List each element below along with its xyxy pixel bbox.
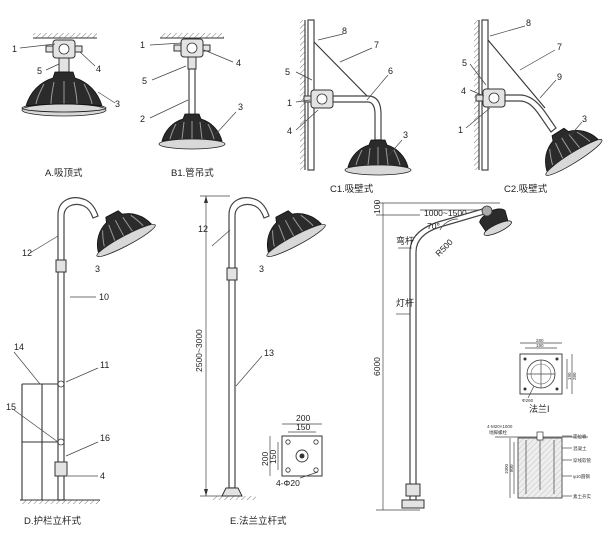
flange-base xyxy=(221,487,243,497)
part-no: 13 xyxy=(264,348,274,358)
part-no: 1 xyxy=(12,44,17,54)
part-no: 5 xyxy=(285,67,290,77)
lamp-head xyxy=(158,113,226,150)
flange-i-circle: Φ260 xyxy=(522,398,534,403)
flange-i-side-inner: 190 xyxy=(567,372,572,380)
flange-w: 200 xyxy=(296,413,310,423)
part-no: 14 xyxy=(14,342,24,352)
flange-i-side-outer: 280 xyxy=(572,372,577,380)
part-no: 1 xyxy=(458,125,463,135)
part-no: 12 xyxy=(198,224,208,234)
flange-i-detail: 280 190 280 190 Φ260 法兰I xyxy=(519,338,577,414)
ceiling xyxy=(33,33,97,38)
part-no: 4 xyxy=(461,86,466,96)
foundation-bolt-note2: 地脚螺栓 xyxy=(489,429,507,436)
flange-w-inner: 150 xyxy=(296,422,310,432)
diagram-e-flange-pole: 2500~3000 12 3 13 E.法兰立杆式 200 150 200 xyxy=(194,195,329,527)
part-no: 3 xyxy=(403,130,408,140)
diagram-c1-wall-mount: 8 7 5 6 1 4 3 C1.吸壁式 xyxy=(285,19,412,195)
caption-a: A.吸顶式 xyxy=(45,167,83,179)
pole xyxy=(228,197,270,489)
pole-base xyxy=(401,499,425,509)
callout: 定位板 xyxy=(573,433,587,440)
lamp-head xyxy=(21,71,107,117)
caption-c2: C2.吸壁式 xyxy=(504,183,548,195)
lamp-head xyxy=(529,114,606,180)
part-no: 12 xyxy=(22,248,32,258)
flange-i-title: 法兰I xyxy=(529,403,550,414)
part-no: 4 xyxy=(236,58,241,68)
height-dim: 2500~3000 xyxy=(194,329,204,372)
part-no: 4 xyxy=(100,471,105,481)
part-no: 15 xyxy=(6,402,16,412)
part-no: 5 xyxy=(462,58,467,68)
part-no: 5 xyxy=(142,76,147,86)
foundation-depth-outer: 1000 xyxy=(504,463,509,474)
flange-h: 200 xyxy=(260,452,270,466)
wall xyxy=(300,20,305,170)
pole-top-dim: 100 xyxy=(372,200,382,214)
part-no: 3 xyxy=(95,264,100,274)
part-no: 4 xyxy=(287,126,292,136)
flange-h-inner: 150 xyxy=(268,450,278,464)
diagram-street-pole: 100 6000 1000~1500 70° R500 弯杆 灯杆 xyxy=(372,200,512,511)
callout: φ10圆钢 xyxy=(573,473,590,480)
part-no: 3 xyxy=(259,264,264,274)
foundation-bolt-note: 4-M20×1000 xyxy=(487,424,513,429)
junction-box xyxy=(45,39,83,59)
part-no: 2 xyxy=(140,114,145,124)
part-no: 5 xyxy=(37,66,42,76)
pole-radius: R500 xyxy=(433,237,455,259)
junction-box xyxy=(54,461,68,477)
foundation-depth-inner: 800 xyxy=(509,464,514,472)
flange-i-top-inner: 190 xyxy=(536,343,544,348)
part-no: 3 xyxy=(115,99,120,109)
part-no: 8 xyxy=(342,26,347,36)
lamp-head xyxy=(344,139,412,176)
part-no: 4 xyxy=(96,64,101,74)
diagram-d-railing-pole: 12 3 10 14 11 15 16 4 D.护栏立杆式 xyxy=(6,197,159,527)
part-no: 8 xyxy=(526,18,531,28)
support-rod xyxy=(313,41,373,102)
street-pole xyxy=(409,207,489,501)
hanging-pipe xyxy=(188,68,196,116)
caption-b1: B1.管吊式 xyxy=(171,167,214,179)
diagram-c2-wall-mount: 8 7 5 9 4 1 3 C2.吸壁式 xyxy=(458,18,606,195)
caption-d: D.护栏立杆式 xyxy=(24,515,82,527)
junction-box xyxy=(173,38,211,58)
diagram-a-ceiling-mount: 1 4 5 3 A.吸顶式 xyxy=(12,33,120,179)
connector xyxy=(58,57,70,73)
caption-e: E.法兰立杆式 xyxy=(230,515,287,527)
part-no: 6 xyxy=(388,66,393,76)
shaft-label: 灯杆 xyxy=(396,297,414,308)
pole xyxy=(57,197,99,501)
part-no: 3 xyxy=(238,102,243,112)
part-no: 9 xyxy=(557,72,562,82)
bent-arm xyxy=(332,95,382,141)
flange-i-top-outer: 280 xyxy=(536,338,544,343)
part-no: 16 xyxy=(100,433,110,443)
part-no: 7 xyxy=(374,40,379,50)
flange-bolts: 4-Φ20 xyxy=(276,478,300,488)
callout: 穿线软管 xyxy=(573,457,591,464)
foundation-detail: 4-M20×1000 地脚螺栓 1000 800 定位板 混凝土 穿线软管 φ1… xyxy=(487,424,591,500)
part-no: 7 xyxy=(557,42,562,52)
caption-c1: C1.吸壁式 xyxy=(330,183,374,195)
part-no: 3 xyxy=(582,114,587,124)
diagram-b1-pipe-pendant: 1 4 5 2 3 B1.管吊式 xyxy=(140,33,243,179)
callout: 素土夯实 xyxy=(573,493,591,500)
flange-plate-plan: 200 150 200 150 4-Φ20 xyxy=(260,413,323,488)
part-no: 1 xyxy=(287,98,292,108)
part-no: 1 xyxy=(140,40,145,50)
callout: 混凝土 xyxy=(573,445,587,452)
part-no: 11 xyxy=(100,360,109,370)
support-rod xyxy=(487,39,546,109)
part-no: 10 xyxy=(99,292,109,302)
arm-label: 弯杆 xyxy=(396,235,414,246)
pole-angle: 70° xyxy=(427,221,440,231)
pole-height-dim: 6000 xyxy=(372,357,382,376)
bent-arm xyxy=(504,94,557,133)
pole-reach-dim: 1000~1500 xyxy=(424,208,467,218)
